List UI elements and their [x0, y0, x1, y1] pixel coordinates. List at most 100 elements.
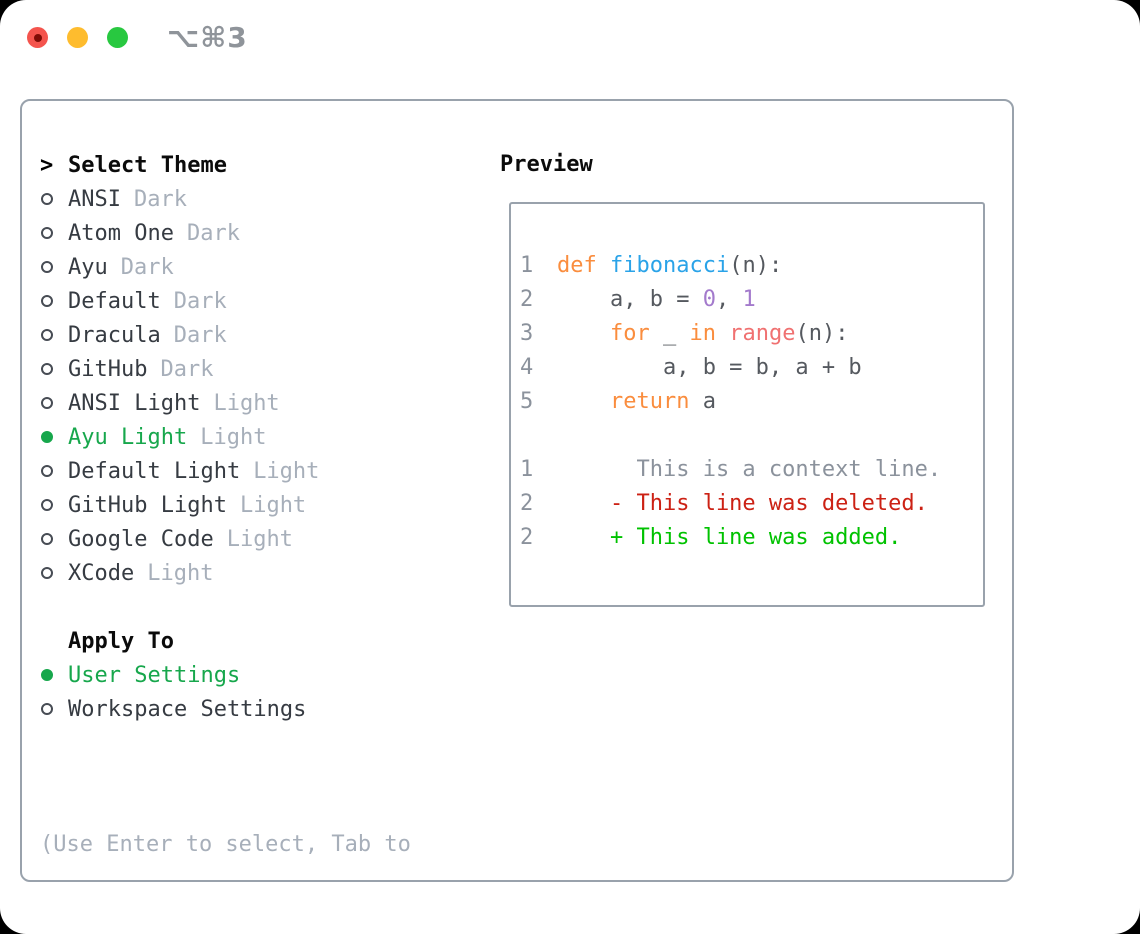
radio-unselected-icon — [41, 227, 53, 239]
zoom-button[interactable] — [107, 27, 128, 48]
theme-name: Atom One — [68, 220, 174, 246]
theme-option[interactable]: ANSI Dark — [40, 182, 411, 216]
radio-unselected-icon — [41, 533, 53, 545]
unsaved-indicator-dot — [33, 33, 42, 42]
theme-variant-tag: Dark — [173, 322, 227, 348]
code-token: 0 — [702, 287, 716, 312]
theme-name: GitHub — [68, 356, 148, 382]
radio-selected-icon — [41, 669, 53, 681]
code-token: return — [609, 389, 690, 414]
code-token: (n): — [795, 321, 849, 346]
theme-variant-tag: Light — [147, 560, 214, 586]
radio-unselected-icon — [41, 329, 53, 341]
code-token: - This line was deleted. — [557, 491, 928, 516]
code-line: 1 def fibonacci(n): — [520, 249, 983, 283]
theme-option[interactable]: Ayu Dark — [40, 250, 411, 284]
code-token: This is a context line. — [557, 457, 942, 482]
apply-to-label: User Settings — [68, 662, 241, 688]
hint-text: (Use Enter to select, Tab to change focu… — [40, 760, 411, 934]
theme-variant-tag: Light — [213, 390, 280, 416]
code-token: + This line was added. — [557, 525, 902, 550]
radio-selected-icon — [41, 431, 53, 443]
spacer — [40, 590, 411, 624]
line-number: 5 — [520, 389, 534, 414]
line-number: 2 — [520, 287, 534, 312]
code-token: 1 — [742, 287, 756, 312]
line-number: 4 — [520, 355, 534, 380]
code-token: in — [689, 321, 716, 346]
code-token: for — [609, 321, 650, 346]
code-line: 5 return a — [520, 385, 983, 419]
theme-name: Ayu — [68, 254, 108, 280]
apply-to-header: Apply To — [40, 624, 411, 658]
prompt-caret-icon: > — [40, 152, 54, 178]
code-token: a — [689, 389, 716, 414]
theme-variant-tag: Light — [239, 492, 307, 518]
apply-to-label: Workspace Settings — [68, 696, 307, 722]
code-token: _ — [649, 321, 690, 346]
code-line — [520, 419, 983, 453]
code-line: 2 a, b = 0, 1 — [520, 283, 983, 317]
hint-line-1: (Use Enter to select, Tab to — [40, 832, 411, 857]
code-line: 1 This is a context line. — [520, 453, 983, 487]
code-line: 4 a, b = b, a + b — [520, 351, 983, 385]
apply-to-option[interactable]: Workspace Settings — [40, 692, 411, 726]
radio-unselected-icon — [41, 261, 53, 273]
theme-name: Default Light — [68, 458, 241, 484]
theme-name: Google Code — [68, 526, 214, 552]
apply-to-title: Apply To — [68, 628, 174, 654]
theme-option[interactable]: Default Light Light — [40, 454, 411, 488]
theme-name: ANSI — [68, 186, 121, 212]
radio-unselected-icon — [41, 363, 53, 375]
line-number: 1 — [520, 253, 534, 278]
code-token — [716, 321, 729, 346]
radio-unselected-icon — [41, 465, 53, 477]
theme-variant-tag: Light — [253, 458, 320, 484]
code-token: a, b = — [557, 287, 703, 312]
theme-name: Default — [68, 288, 161, 314]
theme-name: ANSI Light — [68, 390, 201, 416]
radio-unselected-icon — [41, 397, 53, 409]
line-number: 1 — [520, 457, 534, 482]
theme-option[interactable]: ANSI Light Light — [40, 386, 411, 420]
line-number: 2 — [520, 491, 534, 516]
theme-option[interactable]: Atom One Dark — [40, 216, 411, 250]
minimize-button[interactable] — [67, 27, 88, 48]
theme-variant-tag: Dark — [186, 220, 240, 246]
code-token: def — [557, 253, 610, 278]
code-token — [557, 389, 610, 414]
close-button[interactable] — [27, 27, 48, 48]
preview-title: Preview — [500, 152, 593, 177]
hint-line-2: change focus) — [40, 930, 411, 934]
theme-variant-tag: Dark — [120, 254, 174, 280]
spacer — [40, 726, 411, 760]
radio-unselected-icon — [41, 295, 53, 307]
code-line: 3 for _ in range(n): — [520, 317, 983, 351]
code-line: 2 + This line was added. — [520, 521, 983, 555]
keyboard-shortcut-label: ⌥⌘3 — [167, 21, 248, 54]
theme-name: Ayu Light — [68, 424, 188, 450]
theme-variant-tag: Dark — [133, 186, 187, 212]
code-token — [557, 321, 610, 346]
code-token: , — [715, 287, 743, 312]
radio-unselected-icon — [41, 567, 53, 579]
code-token: fibonacci — [609, 253, 730, 278]
radio-unselected-icon — [41, 193, 53, 205]
apply-to-option[interactable]: User Settings — [40, 658, 411, 692]
code-token: (n): — [729, 253, 783, 278]
line-number: 2 — [520, 525, 534, 550]
